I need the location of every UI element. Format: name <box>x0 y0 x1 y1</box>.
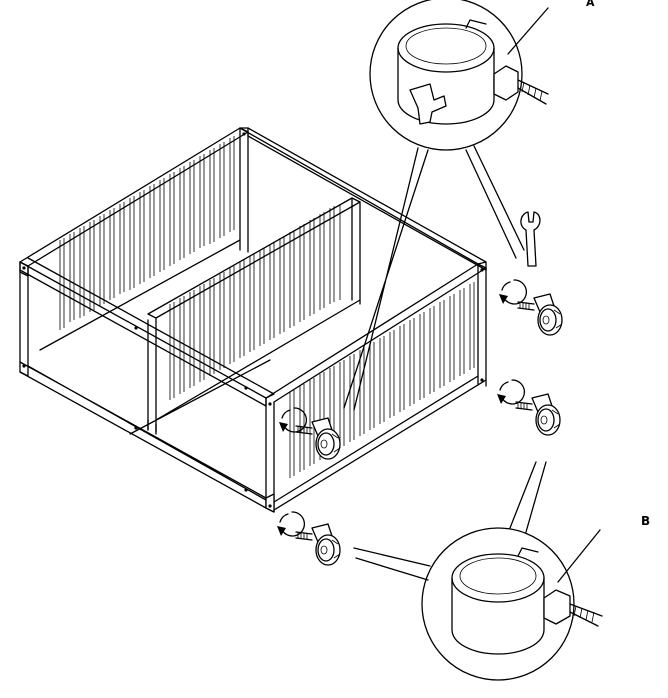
wrench-icon <box>520 211 541 267</box>
caster-wheel-icon <box>295 293 563 566</box>
detail-a-label: A <box>586 0 595 9</box>
rotate-arrow-icon <box>276 279 528 537</box>
detail-a-callout <box>343 0 549 411</box>
frame <box>19 127 487 513</box>
detail-b-label: B <box>641 514 651 528</box>
detail-b-callout <box>353 461 603 681</box>
